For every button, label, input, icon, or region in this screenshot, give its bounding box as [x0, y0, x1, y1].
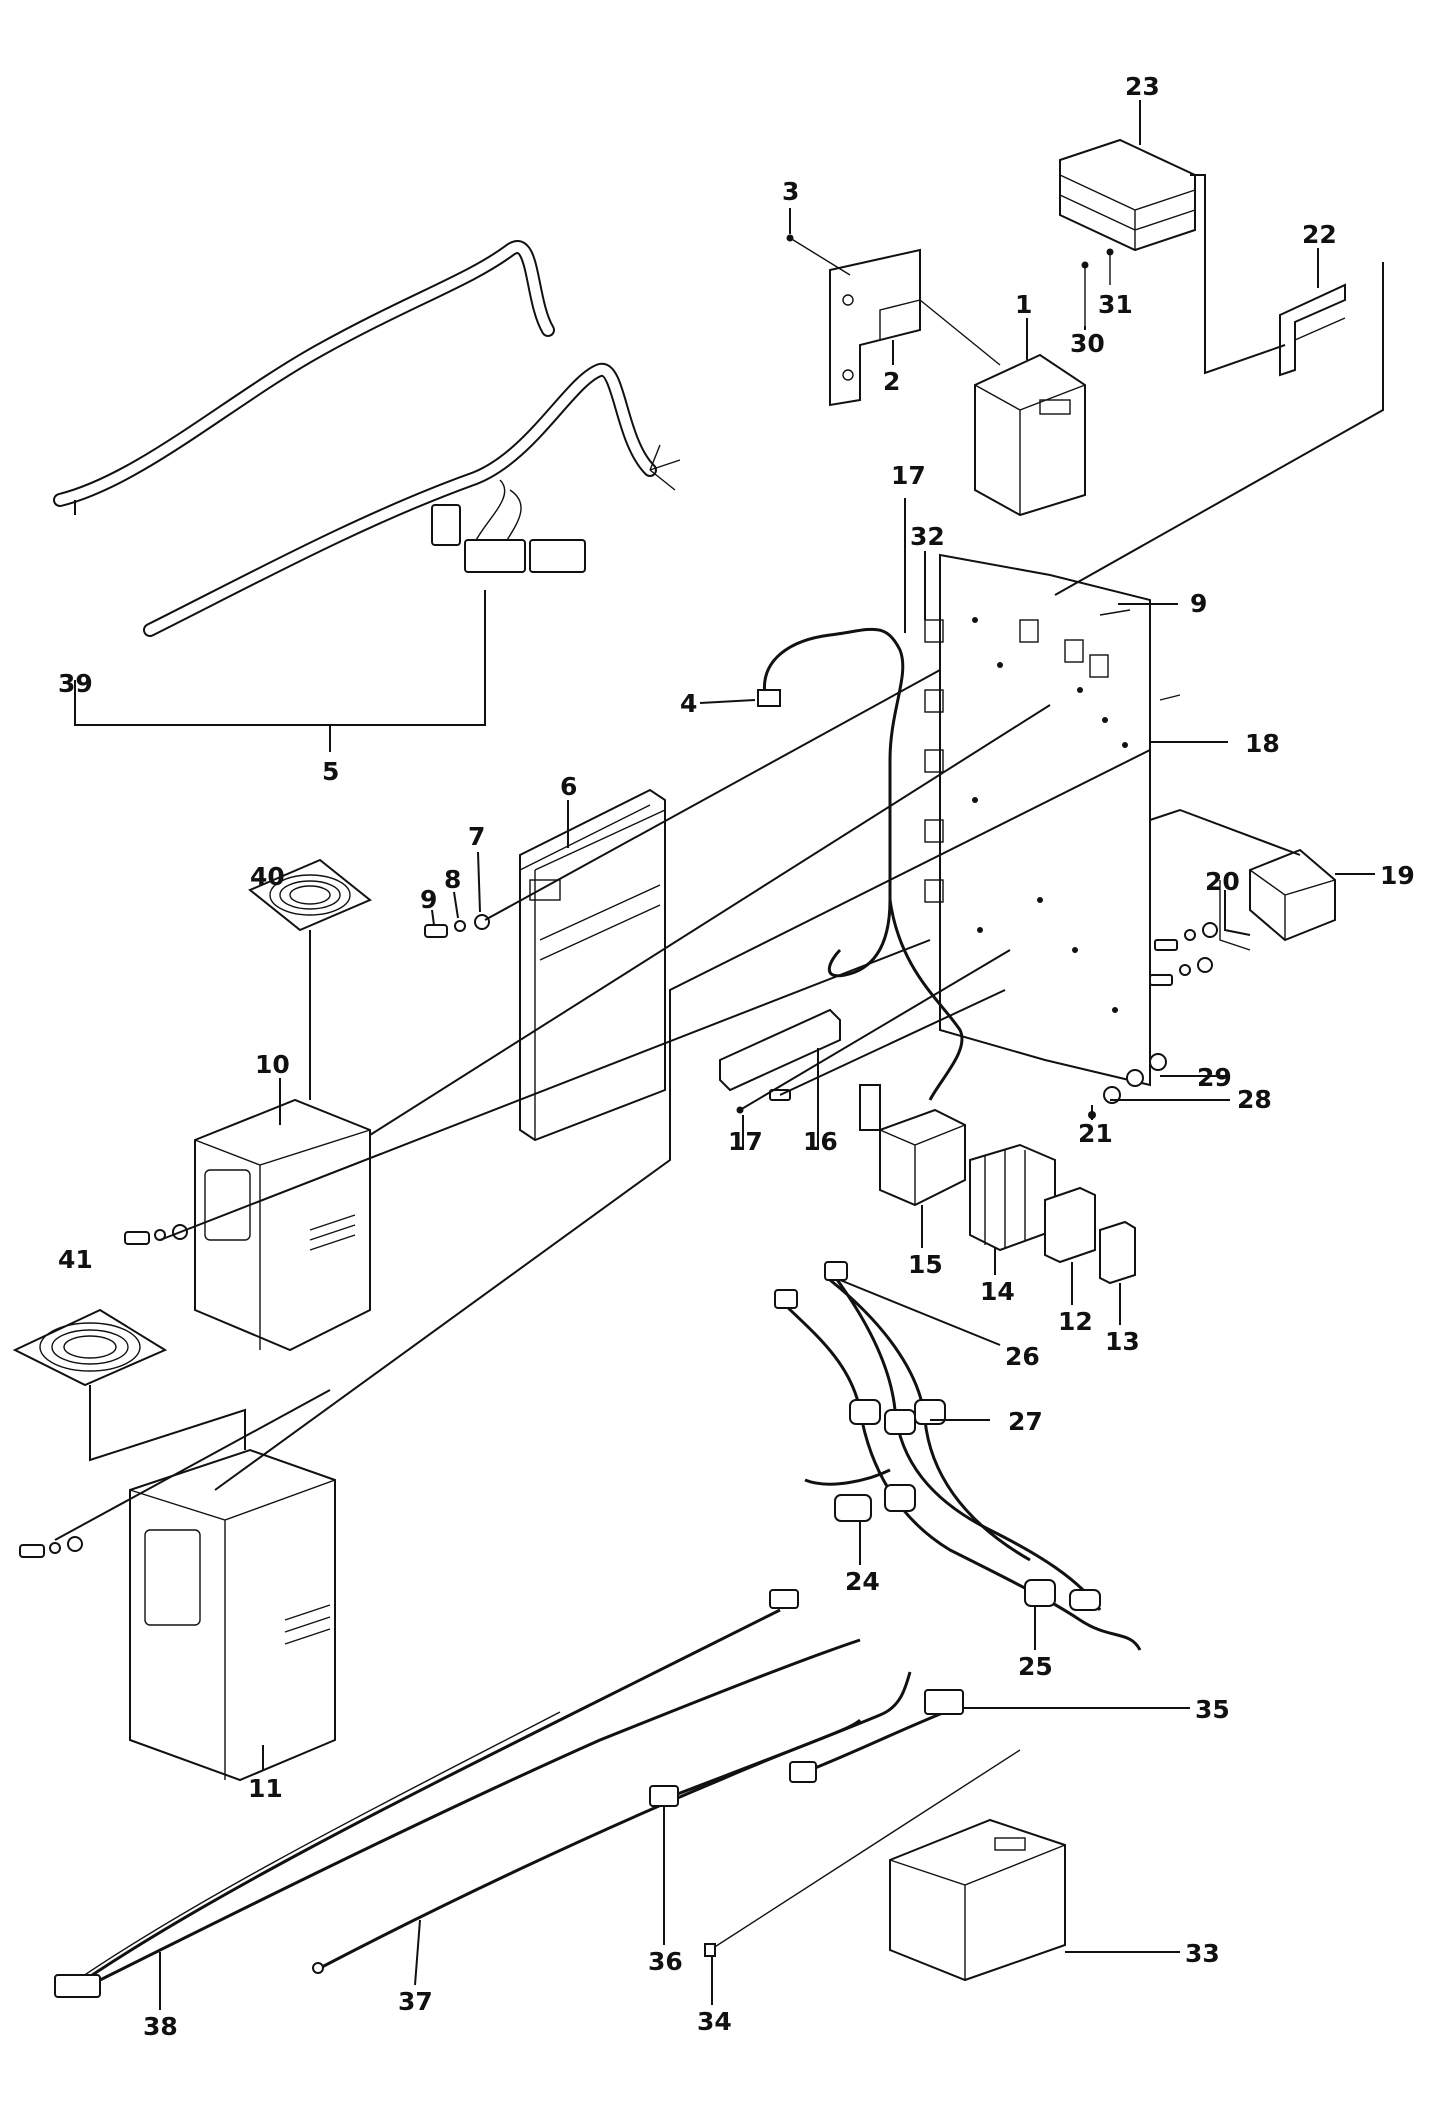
callout-28: 28 [1237, 1085, 1272, 1114]
relay-part-19 [1149, 848, 1336, 986]
auxiliary-contact-part-13 [1099, 1220, 1136, 1285]
cable-part-36 [649, 1671, 912, 1807]
callout-6: 6 [560, 772, 577, 801]
callout-labels: 1 2 3 4 5 6 7 8 9 9 10 11 12 13 14 15 16… [58, 72, 1415, 2041]
drive-unit-part-10 [124, 1098, 371, 1352]
cable-part-35 [789, 1689, 964, 1783]
rail-bracket-part-22 [1279, 283, 1346, 377]
callout-12: 12 [1058, 1307, 1093, 1336]
auxiliary-contact-part-12 [1044, 1186, 1096, 1264]
callout-19: 19 [1380, 861, 1415, 890]
callout-33: 33 [1185, 1939, 1220, 1968]
callout-38: 38 [143, 2012, 178, 2041]
callout-32: 32 [910, 522, 945, 551]
callout-1: 1 [1015, 290, 1032, 319]
callout-3: 3 [782, 177, 799, 206]
callout-17b: 17 [728, 1127, 763, 1156]
callout-8: 8 [444, 865, 461, 894]
callout-23: 23 [1125, 72, 1160, 101]
battery-part-33 [889, 1818, 1066, 1982]
callout-27: 27 [1008, 1407, 1043, 1436]
callout-24: 24 [845, 1567, 880, 1596]
callout-22: 22 [1302, 220, 1337, 249]
callout-36: 36 [648, 1947, 683, 1976]
power-supply-part-1 [919, 299, 1086, 517]
callout-40: 40 [250, 862, 285, 891]
cable-tie-part-34 [704, 1749, 1021, 1957]
hose-assembly-part-5 [53, 240, 681, 637]
transformer-part-6 [519, 788, 666, 1142]
screw-set-parts-7-8-9 [424, 914, 490, 938]
callout-9b: 9 [420, 885, 437, 914]
callout-13: 13 [1105, 1327, 1140, 1356]
callout-2: 2 [883, 367, 900, 396]
callout-21: 21 [1078, 1119, 1113, 1148]
callout-7: 7 [468, 822, 485, 851]
mounting-plate-part-18 [924, 553, 1181, 1087]
callout-17a: 17 [891, 461, 926, 490]
callout-16: 16 [803, 1127, 838, 1156]
callout-5: 5 [322, 757, 339, 786]
leader-lines [54, 100, 1384, 2010]
callout-11: 11 [248, 1774, 283, 1803]
mounting-bracket-part-2 [786, 234, 921, 407]
contactor-part-15 [859, 1084, 966, 1207]
callout-35: 35 [1195, 1695, 1230, 1724]
control-cable-part-4 [757, 627, 964, 1101]
callout-20: 20 [1205, 867, 1240, 896]
callout-39: 39 [58, 669, 93, 698]
cable-part-37 [312, 1718, 862, 1974]
circuit-breaker-part-14 [969, 1143, 1056, 1252]
callout-34: 34 [697, 2007, 732, 2036]
fan-grill-part-41 [12, 1308, 168, 1387]
callout-31: 31 [1098, 290, 1133, 319]
callout-41: 41 [58, 1245, 93, 1274]
callout-29: 29 [1197, 1063, 1232, 1092]
callout-30: 30 [1070, 329, 1105, 358]
callout-14: 14 [980, 1277, 1015, 1306]
callout-10: 10 [255, 1050, 290, 1079]
callout-26: 26 [1005, 1342, 1040, 1371]
callout-25: 25 [1018, 1652, 1053, 1681]
wiring-harness-part-38 [54, 1589, 861, 1998]
relay-block-part-23 [1059, 138, 1196, 328]
callout-15: 15 [908, 1250, 943, 1279]
callout-18: 18 [1245, 729, 1280, 758]
callout-4: 4 [680, 689, 697, 718]
drive-unit-part-11 [19, 1448, 336, 1782]
sensor-cable-set-parts-24-27 [774, 1261, 1142, 1651]
callout-37: 37 [398, 1987, 433, 2016]
fan-grill-part-40 [248, 858, 372, 932]
callout-9a: 9 [1190, 589, 1207, 618]
